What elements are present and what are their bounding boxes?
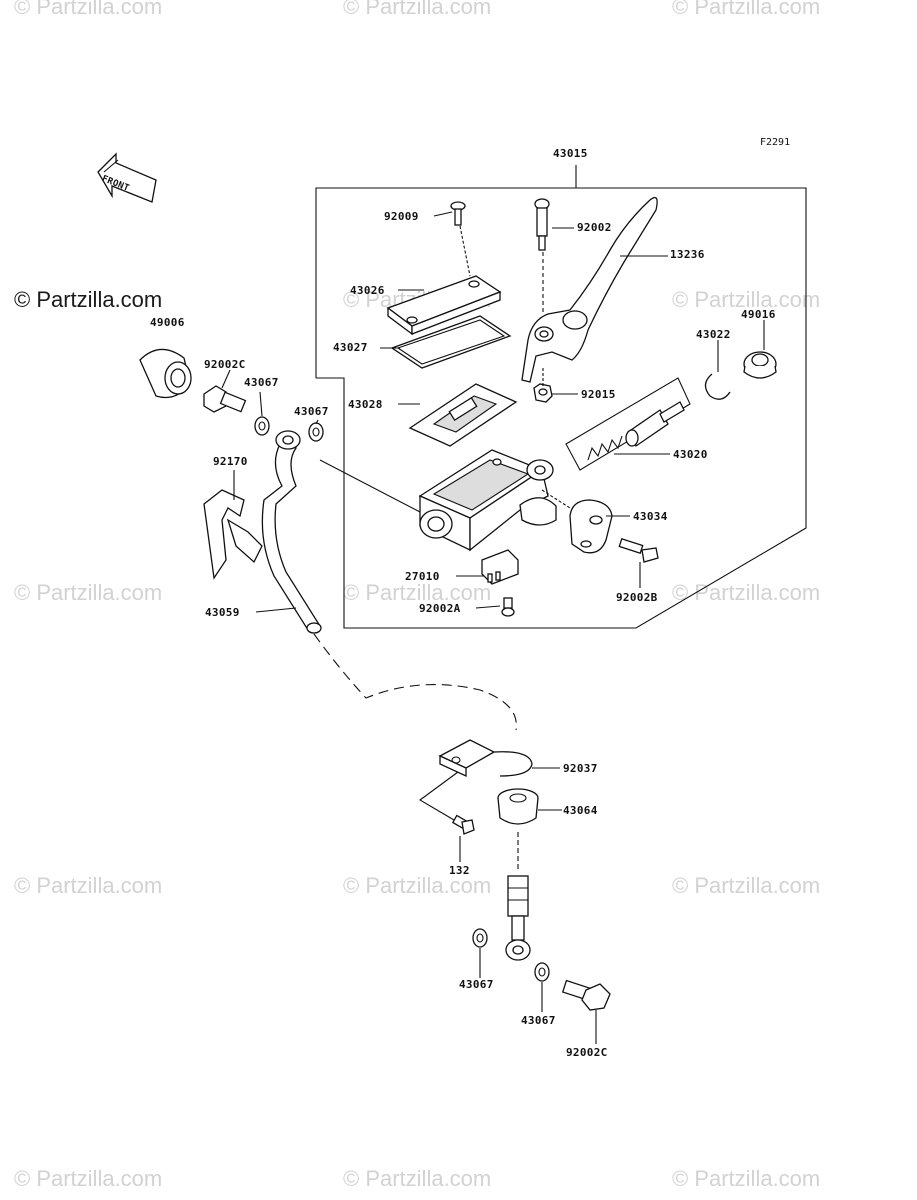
- part-label: 43026: [350, 284, 385, 297]
- part-label: 49006: [150, 316, 185, 329]
- brake-lever-icon: [521, 196, 658, 383]
- part-label: 49016: [741, 308, 776, 321]
- watermark: © Partzilla.com: [672, 287, 821, 312]
- part-label: 92002C: [204, 358, 246, 371]
- bleeder-cap-icon: [139, 348, 192, 399]
- washer-icon: [308, 422, 324, 442]
- brake-hose-icon: [261, 430, 322, 634]
- watermark: © Partzilla.com: [343, 580, 492, 605]
- part-label: 43034: [633, 510, 668, 523]
- grommet-icon: [497, 788, 539, 825]
- watermark: © Partzilla.com: [343, 1166, 492, 1191]
- part-label: 132: [449, 864, 470, 877]
- clamp-icon: [569, 499, 613, 554]
- circlip-icon: [704, 373, 731, 400]
- watermark: © Partzilla.com: [14, 0, 163, 19]
- watermark: © Partzilla.com: [14, 287, 163, 312]
- assembly-outline: [315, 187, 807, 629]
- part-label: 92170: [213, 455, 248, 468]
- part-label: 92015: [581, 388, 616, 401]
- part-label: 92009: [384, 210, 419, 223]
- bolt-132-icon: [451, 814, 475, 835]
- part-label: 92002A: [419, 602, 461, 615]
- part-label: 43059: [205, 606, 240, 619]
- figure-code: F2291: [760, 137, 791, 148]
- piston-kit-outline: [565, 377, 691, 471]
- bolt-92002B-icon: [618, 537, 659, 563]
- part-label: 27010: [405, 570, 440, 583]
- watermark: © Partzilla.com: [672, 0, 821, 19]
- hose-clamp-icon: [203, 489, 263, 580]
- part-label: 92002B: [616, 591, 658, 604]
- part-label: 43067: [459, 978, 494, 991]
- hose-fitting-icon: [505, 875, 531, 961]
- brake-switch-icon: [481, 549, 519, 585]
- part-label: 43067: [244, 376, 279, 389]
- diaphragm-plate-icon: [390, 315, 512, 369]
- bolt-92002-icon: [534, 198, 550, 251]
- watermark: © Partzilla.com: [343, 0, 492, 19]
- nut-92015-icon: [533, 383, 553, 403]
- part-label: 13236: [670, 248, 705, 261]
- part-label: 43067: [294, 405, 329, 418]
- piston-icon: [625, 401, 685, 447]
- banjo-bolt-bottom-icon: [561, 979, 611, 1011]
- watermark: © Partzilla.com: [343, 873, 492, 898]
- washer-icon: [472, 928, 488, 948]
- screw-92002A-icon: [501, 597, 515, 617]
- part-label: 43067: [521, 1014, 556, 1027]
- screw-92009-icon: [450, 201, 466, 226]
- dust-boot-icon: [743, 351, 777, 379]
- part-label: 43027: [333, 341, 368, 354]
- part-label: 43022: [696, 328, 731, 341]
- diaphragm-icon: [408, 383, 518, 447]
- master-cylinder-body-icon: [418, 449, 557, 552]
- part-label: 43028: [348, 398, 383, 411]
- piston-spring-icon: [587, 435, 623, 461]
- reservoir-cap-icon: [386, 275, 502, 336]
- watermark: © Partzilla.com: [14, 580, 163, 605]
- part-label: 43020: [673, 448, 708, 461]
- hose-bracket-icon: [438, 739, 533, 778]
- part-label: 43015: [553, 147, 588, 160]
- watermark: © Partzilla.com: [672, 1166, 821, 1191]
- part-label: 43064: [563, 804, 598, 817]
- washer-icon: [254, 416, 270, 436]
- front-arrow-icon: [97, 152, 157, 203]
- washer-icon: [534, 962, 550, 982]
- part-label: 92002C: [566, 1046, 608, 1059]
- part-label: 92037: [563, 762, 598, 775]
- banjo-bolt-top-icon: [203, 385, 247, 413]
- watermark: © Partzilla.com: [14, 873, 163, 898]
- watermark: © Partzilla.com: [672, 873, 821, 898]
- part-label: 92002: [577, 221, 612, 234]
- watermark: © Partzilla.com: [14, 1166, 163, 1191]
